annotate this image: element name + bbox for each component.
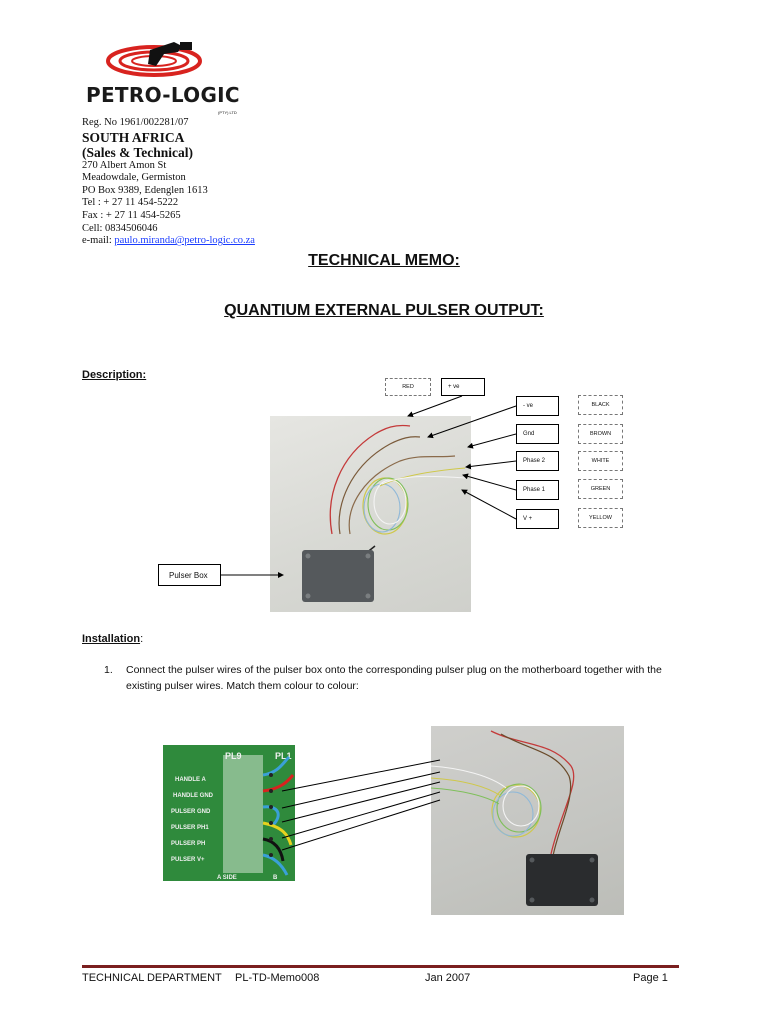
company-logo: PETRO-LOGIC (PTY) LTD: [86, 42, 240, 115]
step-text: Connect the pulser wires of the pulser b…: [126, 664, 662, 692]
memo-subject: QUANTIUM EXTERNAL PULSER OUTPUT:: [224, 302, 544, 319]
pcb-row-handle-gnd: HANDLE GND: [173, 793, 214, 799]
department: (Sales & Technical): [82, 144, 194, 160]
pcb-illustration: PL9 PL1 HANDLE A HANDLE GND PULSER GND P…: [163, 745, 295, 881]
pcb-row-pulser-vplus: PULSER V+: [171, 857, 205, 863]
email-link[interactable]: paulo.miranda@petro-logic.co.za: [114, 235, 255, 247]
label-neg-ve: - ve: [516, 396, 559, 416]
reg-number: Reg. No 1961/002281/07: [82, 117, 189, 128]
label-vplus: V +: [516, 509, 559, 529]
pulser-box-photo-2: [430, 726, 624, 915]
pulser-wires-illustration-2: [430, 730, 598, 906]
connection-line-4: [281, 791, 441, 839]
pcb-label-b: B: [273, 875, 278, 881]
label-green: GREEN: [578, 479, 623, 499]
cell: Cell: 0834506046: [82, 222, 158, 234]
label-pos-ve: + ve: [441, 378, 485, 396]
pcb-row-pulser-ph: PULSER PH: [171, 841, 205, 847]
address-line-1: 270 Albert Amon St: [82, 159, 167, 171]
pulser-box: [302, 550, 374, 602]
installation-colon: :: [140, 633, 144, 645]
pcb-label-pl1: PL1: [275, 751, 292, 761]
pcb-row-pulser-ph1: PULSER PH1: [171, 825, 209, 831]
company-info: Reg. No 1961/002281/07 SOUTH AFRICA (Sal…: [82, 117, 255, 248]
connection-line-3: [281, 781, 441, 823]
label-phase1: Phase 1: [516, 480, 559, 500]
footer-department: TECHNICAL DEPARTMENT: [82, 972, 222, 984]
step-number: 1.: [104, 664, 113, 676]
pcb-row-pulser-gnd: PULSER GND: [171, 809, 211, 815]
pulser-wires-illustration: [302, 424, 466, 602]
connection-line-2: [281, 771, 441, 809]
label-brown: BROWN: [578, 424, 623, 444]
label-white: WHITE: [578, 451, 623, 471]
installation-step-1: 1. Connect the pulser wires of the pulse…: [104, 662, 684, 694]
label-red: RED: [385, 378, 431, 396]
label-phase2: Phase 2: [516, 451, 559, 471]
pulser-box-photo: [270, 416, 471, 612]
connection-line-5: [281, 799, 441, 851]
pulser-box-2: [526, 854, 598, 906]
installation-heading-wrap: Installation:: [82, 633, 143, 645]
address-line-3: PO Box 9389, Edenglen 1613: [82, 184, 208, 196]
installation-heading: Installation: [82, 633, 141, 645]
telephone: Tel : + 27 11 454-5222: [82, 197, 179, 209]
label-yellow: YELLOW: [578, 508, 623, 528]
email-line: e-mail: paulo.miranda@petro-logic.co.za: [82, 235, 255, 248]
pcb-row-handle-a: HANDLE A: [175, 777, 206, 783]
email-label: e-mail:: [82, 235, 115, 247]
footer-date: Jan 2007: [425, 972, 471, 984]
logo-text: PETRO-LOGIC: [86, 83, 240, 107]
connection-line-1: [281, 759, 441, 792]
pulser-box-label: Pulser Box: [158, 564, 221, 586]
footer-page: Page 1: [633, 972, 668, 984]
footer-doc-number: PL-TD-Memo008: [235, 972, 320, 984]
pcb-label-a-side: A SIDE: [217, 875, 237, 881]
logo-subtext: (PTY) LTD: [218, 110, 237, 115]
address-line-2: Meadowdale, Germiston: [82, 172, 186, 184]
pcb-label-pl9: PL9: [225, 751, 242, 761]
footer-rule: [82, 965, 679, 968]
fax: Fax : + 27 11 454-5265: [82, 209, 181, 221]
arrow-gnd: [467, 433, 517, 449]
motherboard-photo: PL9 PL1 HANDLE A HANDLE GND PULSER GND P…: [163, 745, 295, 881]
arrow-phase2: [465, 460, 517, 470]
country: SOUTH AFRICA: [82, 129, 185, 145]
fuel-nozzle-icon: [148, 42, 192, 66]
memo-title: TECHNICAL MEMO:: [308, 252, 460, 269]
label-gnd: Gnd: [516, 424, 559, 444]
arrow-pos-ve: [407, 395, 463, 418]
description-heading: Description:: [82, 369, 147, 381]
label-black: BLACK: [578, 395, 623, 415]
